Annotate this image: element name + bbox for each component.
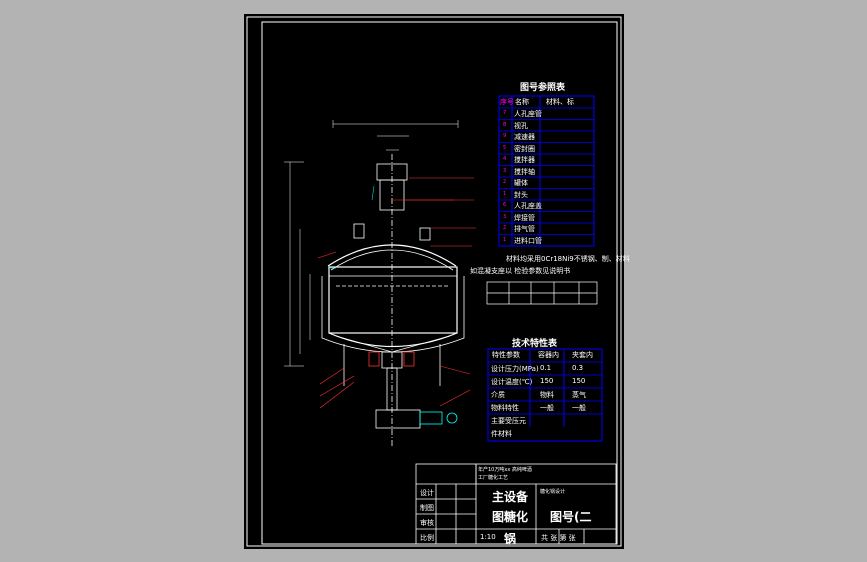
reference-table-title: 图号参照表 [520, 83, 566, 93]
technical-header-param: 特性参数 [492, 351, 520, 359]
reference-row-name: 搅拌轴 [514, 167, 535, 176]
reference-row-name: 封头 [514, 190, 528, 199]
reference-row: 2 排气管 [499, 223, 594, 235]
reference-row-no: 1 [503, 190, 507, 197]
reference-row-no: 8 [503, 121, 507, 128]
reference-row-name: 进料口管 [514, 236, 542, 245]
reference-row-no: 4 [503, 156, 507, 162]
title-row-label-4: 比例 [420, 534, 434, 542]
title-row-label-1: 设计 [420, 489, 434, 497]
note-line-1: 材料均采用0Cr18Ni9不锈钢、制、材料 [506, 255, 630, 263]
reference-row-no: 5 [503, 144, 507, 151]
reference-table-grid [498, 95, 595, 247]
reference-row-name: 减速器 [514, 133, 535, 141]
reference-header-row: 序号 名称 材料、标 [499, 96, 594, 108]
reference-row-no: 6 [503, 202, 507, 208]
drawing-sheet: 图号参照表 序号 名称 材料、标 7 人孔座管 8 视孔 9 减速器 5 密封圈 4 搅拌器 3 搅拌… [244, 14, 630, 549]
technical-row-inner: 150 [540, 377, 554, 385]
title-design: 年产10万吨xx 高纯啤酒 [478, 467, 532, 473]
reference-row-no: 2 [503, 225, 507, 231]
title-main-label-2: 图糖化 [492, 510, 529, 524]
spec-strip [486, 281, 598, 305]
reference-row: 6 人孔座盖 [499, 200, 594, 212]
title-row-label-2: 制图 [420, 504, 434, 512]
base-motor [375, 409, 421, 429]
reference-row: 9 减速器 [499, 131, 594, 143]
reference-row-no: 3 [503, 167, 507, 174]
technical-header-jacket: 夹套内 [572, 351, 593, 359]
reference-row-no: 9 [503, 133, 507, 139]
reference-row-no: 3 [503, 213, 507, 220]
reference-row: 1 进料口管 [499, 235, 594, 247]
reference-row: 8 视孔 [499, 120, 594, 132]
reference-row-no: 1 [503, 236, 507, 243]
reference-row: 4 搅拌器 [499, 154, 594, 166]
title-block-grid [415, 463, 617, 545]
technical-row-param: 物料特性 [491, 404, 519, 412]
title-scale: 1:10 [480, 533, 496, 541]
reference-row-name: 视孔 [514, 121, 528, 130]
reference-row: 5 密封圈 [499, 143, 594, 155]
technical-row-param: 设计压力(MPa) [491, 365, 539, 373]
technical-row-param: 件材料 [491, 430, 512, 438]
title-process: 糖化锅设计 [540, 489, 566, 495]
title-bottom: 锅 [504, 532, 517, 546]
reference-row-name: 人孔座盖 [514, 202, 542, 210]
reference-row-no: 7 [503, 110, 507, 116]
technical-row-param: 介质 [491, 391, 505, 399]
reference-row-name: 罐体 [514, 179, 528, 187]
reference-row-name: 焊接管 [514, 213, 535, 222]
reference-row: 1 封头 [499, 189, 594, 201]
reference-row-name: 密封圈 [514, 144, 535, 153]
title-row-label-3: 审核 [420, 519, 434, 527]
reference-row: 3 搅拌轴 [499, 166, 594, 178]
technical-row-jacket: 0.3 [572, 364, 584, 372]
reference-header-no: 序号 [500, 98, 514, 106]
technical-table-title: 技术特性表 [512, 339, 558, 349]
technical-row-inner: 一般 [540, 404, 554, 412]
vessel-body [328, 266, 458, 334]
outer-border [246, 16, 622, 547]
technical-row-inner: 0.1 [540, 364, 552, 372]
reference-row-no: 2 [503, 179, 507, 185]
title-sheet-info: 共 张 第 张 [541, 534, 576, 542]
title-drawing-no: 图号(二 [550, 510, 592, 524]
vessel-diagram [321, 154, 465, 446]
technical-row-jacket: 蒸气 [572, 391, 586, 399]
title-factory: 工厂糖化工艺 [478, 475, 509, 481]
reference-row-name: 人孔座管 [514, 110, 542, 118]
leader-lines [317, 177, 476, 409]
technical-row-inner: 物料 [540, 391, 554, 399]
reference-row-name: 排气管 [514, 225, 535, 233]
reference-row-name: 搅拌器 [514, 156, 535, 164]
technical-row-jacket: 一般 [572, 404, 586, 412]
reference-row: 7 人孔座管 [499, 108, 594, 120]
reference-header-material: 材料、标 [546, 98, 574, 106]
drawing-canvas [246, 16, 622, 547]
technical-row-param: 设计温度(℃) [491, 378, 533, 386]
technical-header-inner: 容器内 [538, 351, 559, 359]
vessel-dome [327, 244, 457, 267]
note-line-2: 如混凝支座以 检验参数见说明书 [470, 267, 571, 275]
technical-row-jacket: 150 [572, 377, 586, 385]
reference-row: 3 焊接管 [499, 212, 594, 224]
title-main-label: 主设备 [492, 490, 529, 504]
technical-row-param: 主要受压元 [491, 417, 526, 425]
reference-row: 2 罐体 [499, 177, 594, 189]
dimensions [284, 120, 459, 367]
reference-header-name: 名称 [515, 98, 529, 106]
